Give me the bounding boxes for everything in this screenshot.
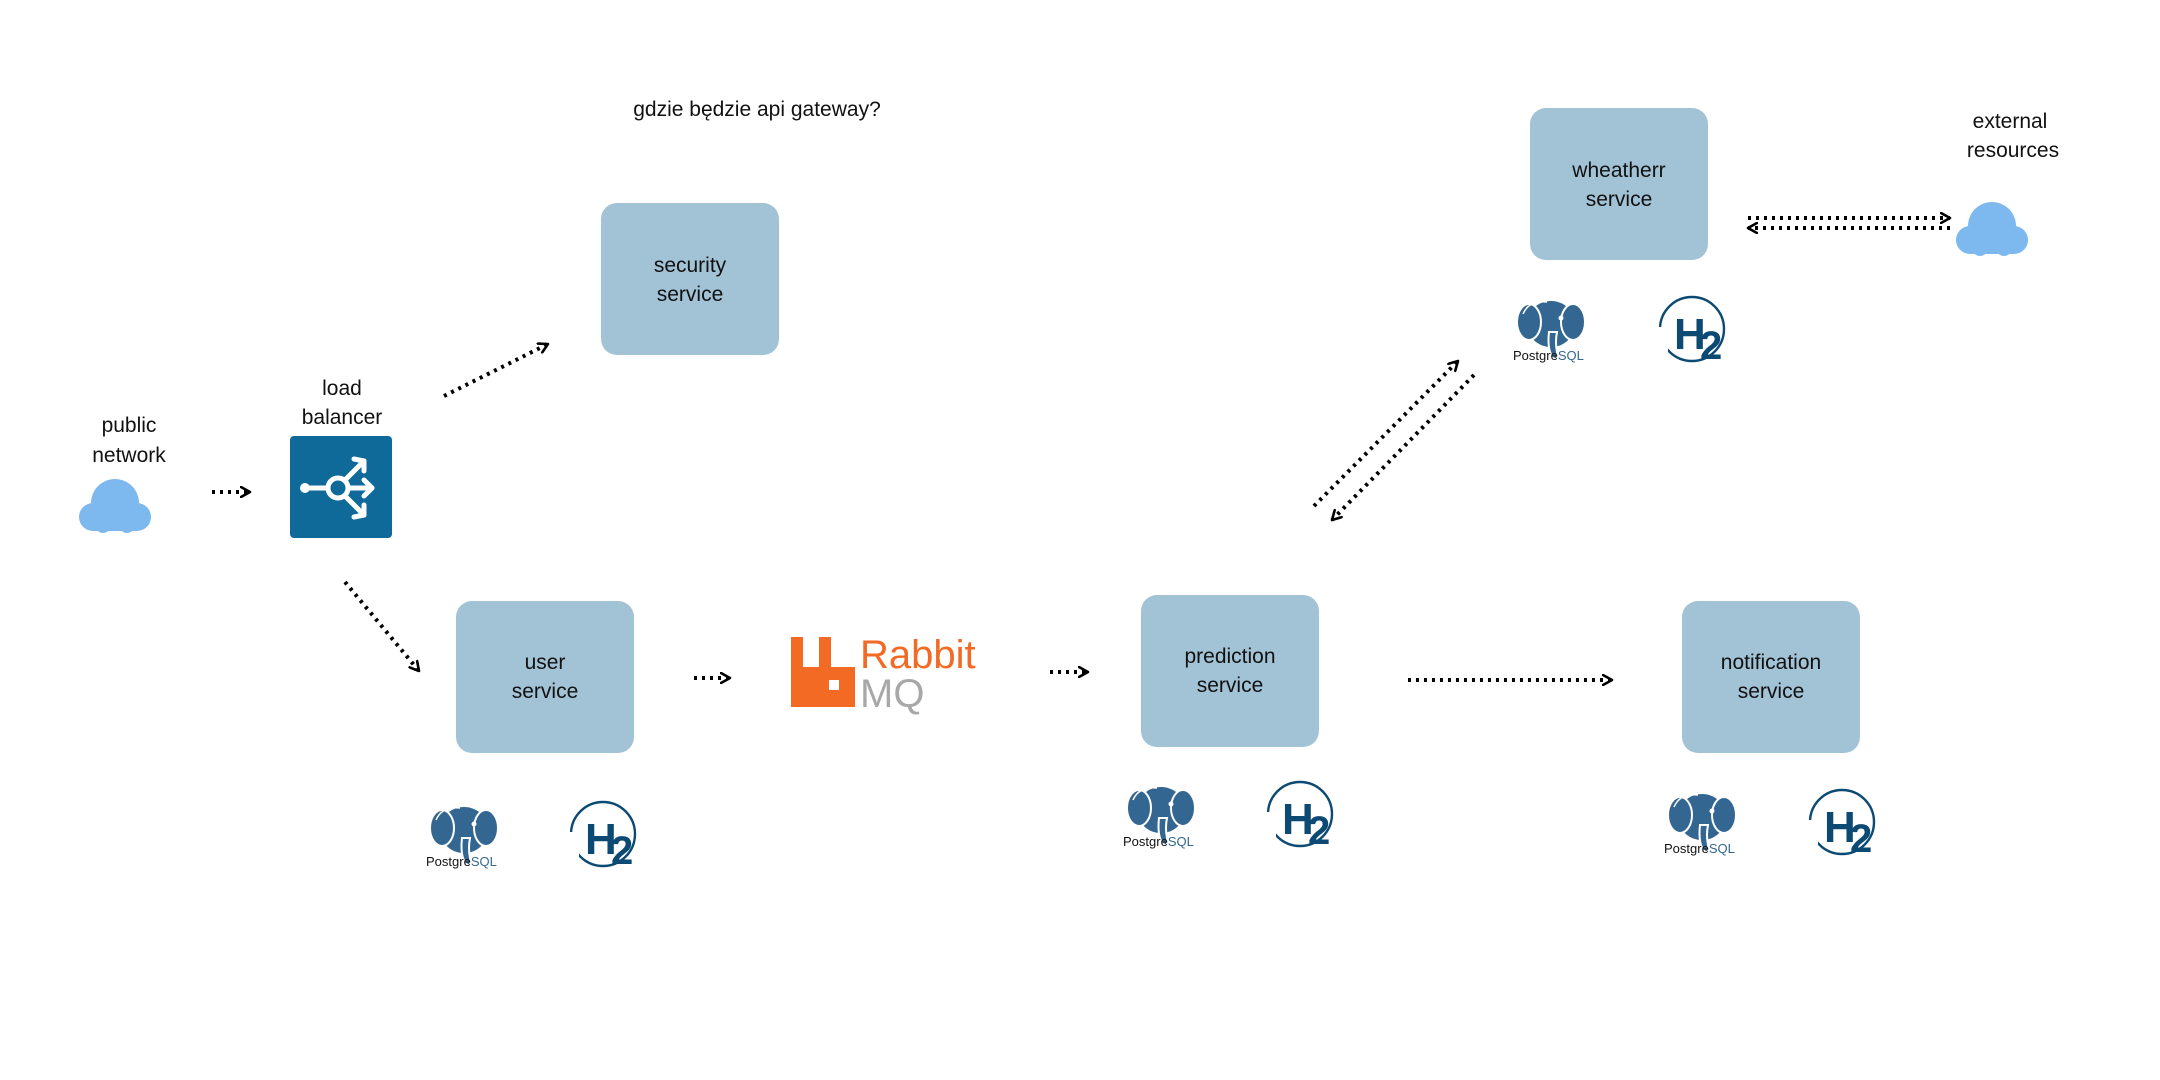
h2-database-logo-icon: H 2	[1652, 295, 1726, 368]
h2-logo-digit: 2	[1308, 809, 1330, 853]
h2-logo-letter: H	[1824, 803, 1856, 852]
postgresql-logo-icon: PostgreSQL	[426, 805, 499, 869]
svg-text:network: network	[92, 444, 166, 467]
h2-logo-letter: H	[1674, 310, 1706, 359]
external-resources-cloud-icon	[1956, 202, 2028, 256]
notification-service-label: notification	[1721, 651, 1821, 674]
public-network-cloud-icon	[79, 479, 151, 533]
postgresql-logo-icon: PostgreSQL	[1664, 792, 1737, 856]
rabbitmq-logo-icon: Rabbit MQ	[791, 633, 976, 716]
user-service-label: user	[525, 651, 566, 674]
arrow-load-balancer-to-security	[443, 342, 548, 398]
postgresql-logo-icon: PostgreSQL	[1513, 299, 1586, 363]
h2-logo-digit: 2	[1700, 324, 1722, 368]
security-service-box: security service	[601, 203, 779, 355]
security-service-label-2: service	[657, 283, 724, 306]
user-service-label-2: service	[512, 680, 579, 703]
svg-text:external: external	[1973, 110, 2048, 133]
h2-logo-letter: H	[1282, 795, 1314, 844]
arrow-weather-to-prediction	[1330, 373, 1476, 522]
weather-service-label-2: service	[1586, 188, 1653, 211]
security-service-label: security	[654, 254, 727, 277]
h2-logo-letter: H	[585, 815, 617, 864]
svg-text:PostgreSQL: PostgreSQL	[1513, 348, 1584, 363]
notification-service-box: notification service	[1682, 601, 1860, 753]
user-service-box: user service	[456, 601, 634, 753]
weather-service-box: wheatherr service	[1530, 108, 1708, 260]
svg-text:PostgreSQL: PostgreSQL	[426, 854, 497, 869]
h2-database-logo-icon: H 2	[1802, 788, 1876, 861]
h2-database-logo-icon: H 2	[563, 800, 637, 873]
public-network-label: public network	[92, 414, 166, 467]
arrow-prediction-to-weather	[1312, 359, 1460, 508]
h2-logo-digit: 2	[611, 829, 633, 873]
svg-text:PostgreSQL: PostgreSQL	[1664, 841, 1735, 856]
svg-text:resources: resources	[1967, 139, 2059, 162]
postgresql-logo-icon: PostgreSQL	[1123, 785, 1196, 849]
load-balancer-icon	[290, 436, 392, 538]
load-balancer-label: load balancer	[302, 377, 383, 429]
h2-database-logo-icon: H 2	[1260, 780, 1334, 853]
rabbitmq-logo-word-mq: MQ	[860, 672, 924, 716]
svg-text:balancer: balancer	[302, 406, 383, 429]
api-gateway-question: gdzie będzie api gateway?	[633, 98, 881, 121]
prediction-service-label: prediction	[1184, 645, 1275, 668]
svg-text:public: public	[102, 414, 157, 437]
svg-text:PostgreSQL: PostgreSQL	[1123, 834, 1194, 849]
arrow-load-balancer-to-user	[343, 580, 421, 671]
prediction-service-box: prediction service	[1141, 595, 1319, 747]
weather-service-label: wheatherr	[1571, 159, 1665, 182]
external-resources-label: external resources	[1967, 110, 2059, 162]
rabbitmq-logo-word-rabbit: Rabbit	[860, 633, 976, 677]
notification-service-label-2: service	[1738, 680, 1805, 703]
prediction-service-label-2: service	[1197, 674, 1264, 697]
h2-logo-digit: 2	[1850, 817, 1872, 861]
svg-text:load: load	[322, 377, 362, 400]
